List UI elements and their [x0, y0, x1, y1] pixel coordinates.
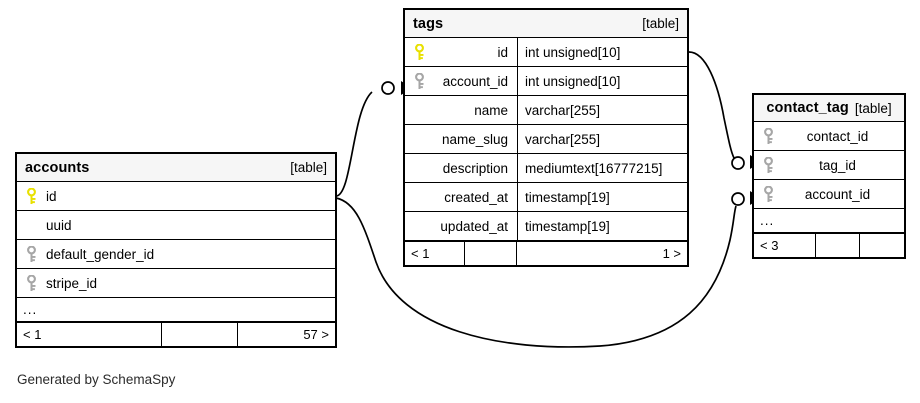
table-accounts[interactable]: accounts [table] id uuid	[15, 152, 337, 348]
footer-middle	[816, 234, 860, 257]
table-row[interactable]: name_slug varchar[255]	[405, 125, 687, 154]
table-row[interactable]: default_gender_id	[17, 240, 335, 269]
column-type: timestamp[19]	[517, 212, 687, 240]
foreign-key-icon	[23, 245, 40, 263]
footer-child-count	[860, 234, 904, 257]
column-default-gender-id: default_gender_id	[17, 240, 335, 268]
foreign-key-icon	[411, 72, 428, 90]
table-contact-tag-type-tag: [table]	[854, 100, 892, 116]
column-tag-id: tag_id	[754, 151, 904, 179]
column-type: timestamp[19]	[517, 183, 687, 211]
table-tags-type-tag: [table]	[642, 16, 679, 31]
column-contact-id: contact_id	[754, 122, 904, 150]
foreign-key-icon	[23, 274, 40, 292]
table-row[interactable]: account_id	[754, 180, 904, 209]
column-name: updated_at	[440, 218, 508, 234]
table-tags-header: tags [table]	[405, 10, 687, 38]
column-stripe-id: stripe_id	[17, 269, 335, 297]
edge-accounts-id-to-tags-account-id	[335, 81, 412, 197]
footer-parent-count[interactable]: < 1	[405, 242, 465, 265]
foreign-key-icon	[760, 127, 777, 145]
column-name: id	[497, 44, 508, 60]
column-name: account_id	[442, 73, 508, 89]
column-name: uuid	[46, 217, 72, 233]
more-columns-ellipsis: ...	[17, 298, 335, 322]
column-name: created_at	[444, 189, 508, 205]
footer-middle	[465, 242, 517, 265]
column-description: description	[405, 154, 517, 182]
column-type: int unsigned[10]	[517, 38, 687, 66]
footer-parent-count[interactable]: < 3	[754, 234, 816, 257]
column-name: name_slug	[441, 131, 508, 147]
table-row[interactable]: account_id int unsigned[10]	[405, 67, 687, 96]
primary-key-icon	[23, 187, 40, 205]
table-tags[interactable]: tags [table] id int unsigned[10]	[403, 8, 689, 267]
column-name: stripe_id	[46, 275, 98, 291]
table-accounts-title: accounts	[25, 159, 90, 176]
column-name: tag_id	[819, 157, 856, 173]
table-row[interactable]: id int unsigned[10]	[405, 38, 687, 67]
table-row[interactable]: updated_at timestamp[19]	[405, 212, 687, 241]
column-name: id	[46, 188, 57, 204]
column-type: varchar[255]	[517, 96, 687, 124]
table-tags-title: tags	[413, 15, 444, 32]
column-type: mediumtext[16777215]	[517, 154, 687, 182]
footer-parent-count[interactable]: < 1	[17, 323, 162, 346]
column-type: varchar[255]	[517, 125, 687, 153]
column-updated-at: updated_at	[405, 212, 517, 240]
table-contact-tag-footer: < 3	[754, 233, 904, 257]
primary-key-icon	[411, 43, 428, 61]
table-row[interactable]: tag_id	[754, 151, 904, 180]
foreign-key-icon	[760, 185, 777, 203]
column-created-at: created_at	[405, 183, 517, 211]
table-accounts-header: accounts [table]	[17, 154, 335, 182]
table-row[interactable]: description mediumtext[16777215]	[405, 154, 687, 183]
column-type: int unsigned[10]	[517, 67, 687, 95]
column-id: id	[405, 38, 517, 66]
column-uuid: uuid	[17, 211, 335, 239]
table-row[interactable]: id	[17, 182, 335, 211]
column-name: description	[442, 160, 508, 176]
footer-middle	[162, 323, 238, 346]
column-account-id: account_id	[405, 67, 517, 95]
footer-child-count[interactable]: 1 >	[662, 246, 681, 261]
column-name: contact_id	[806, 128, 869, 144]
column-name: account_id	[804, 186, 871, 202]
column-name: name	[474, 102, 508, 118]
table-contact-tag[interactable]: contact_tag [table] contact_id	[752, 93, 906, 259]
generated-by-caption: Generated by SchemaSpy	[17, 372, 176, 387]
table-row[interactable]: uuid	[17, 211, 335, 240]
table-row[interactable]: created_at timestamp[19]	[405, 183, 687, 212]
table-accounts-type-tag: [table]	[290, 160, 327, 175]
table-row[interactable]: name varchar[255]	[405, 96, 687, 125]
table-row[interactable]: stripe_id	[17, 269, 335, 298]
column-id: id	[17, 182, 335, 210]
column-name-slug: name_slug	[405, 125, 517, 153]
edge-tags-id-to-contact-tag-tag-id	[688, 51, 761, 170]
table-contact-tag-header: contact_tag [table]	[754, 95, 904, 122]
column-account-id: account_id	[754, 180, 904, 208]
column-name-field: name	[405, 96, 517, 124]
table-tags-footer: < 1 1 >	[405, 241, 687, 265]
foreign-key-icon	[760, 156, 777, 174]
table-accounts-footer: < 1 57 >	[17, 322, 335, 346]
column-name: default_gender_id	[46, 246, 155, 262]
table-row[interactable]: contact_id	[754, 122, 904, 151]
more-columns-ellipsis: ...	[754, 209, 904, 233]
table-contact-tag-title: contact_tag	[766, 100, 849, 116]
footer-child-count[interactable]: 57 >	[303, 327, 329, 342]
